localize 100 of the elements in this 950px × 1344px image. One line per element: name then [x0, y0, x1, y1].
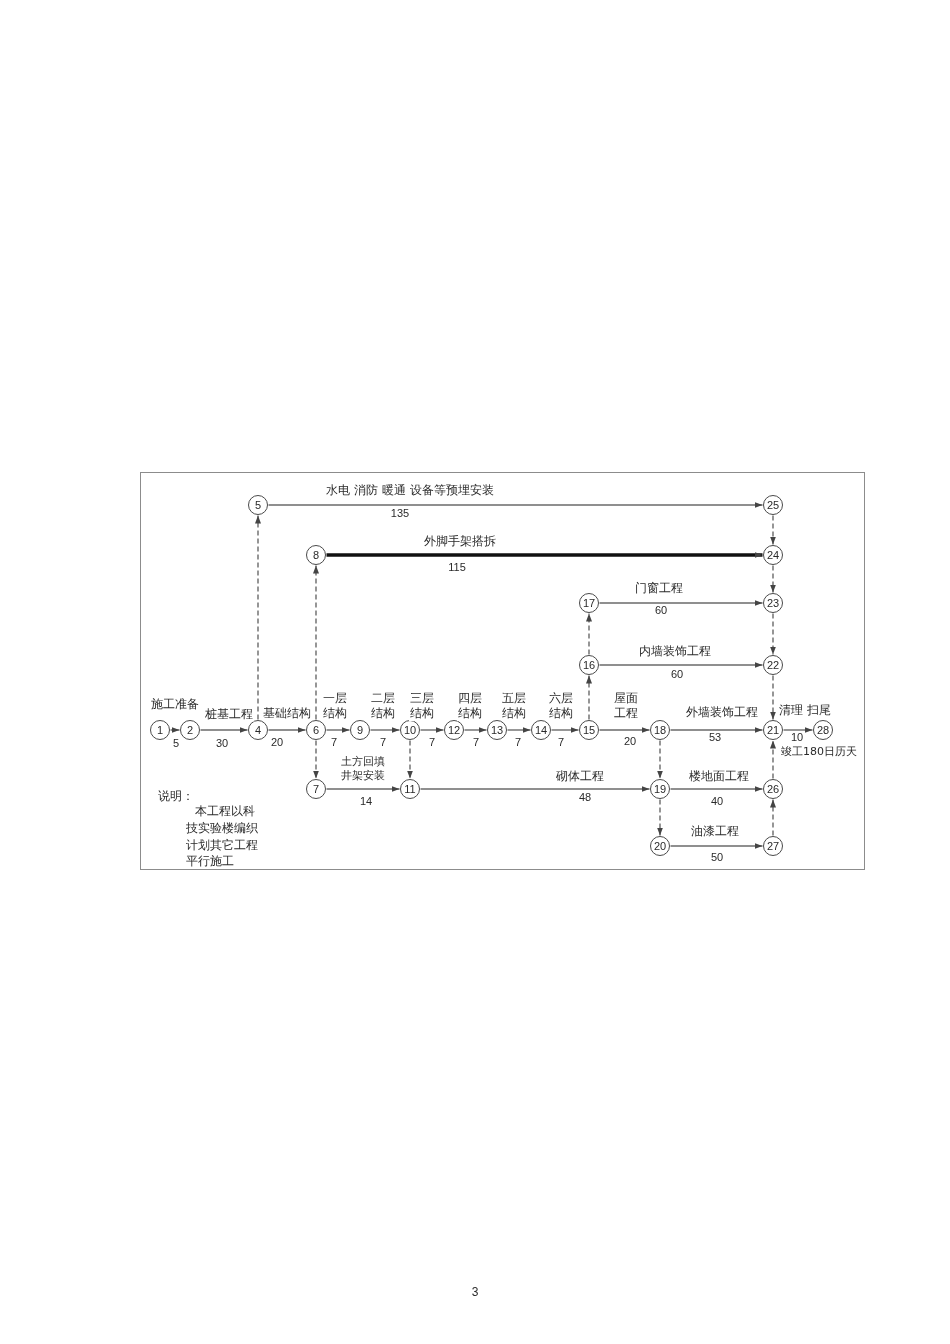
- edge-label: 门窗工程: [634, 580, 684, 596]
- dashed-arrow: [586, 674, 592, 721]
- edge-label: 清理 扫尾: [778, 702, 832, 718]
- duration-label: 40: [710, 793, 724, 809]
- edge-label: 四层结构: [457, 691, 483, 721]
- event-circle: 21: [763, 720, 783, 740]
- event-circle: 20: [650, 836, 670, 856]
- event-circle: 1: [150, 720, 170, 740]
- duration-label: 60: [670, 666, 684, 682]
- edge-label: 基础结构: [262, 705, 312, 721]
- arrow: [782, 727, 814, 733]
- duration-label: 50: [710, 849, 724, 865]
- arrow: [169, 727, 181, 733]
- edge-label: 六层结构: [548, 691, 574, 721]
- edge-label: 五层结构: [501, 691, 527, 721]
- arrow: [598, 727, 651, 733]
- edge-label: 一层结构: [322, 691, 348, 721]
- dashed-arrow: [586, 612, 592, 656]
- event-circle: 11: [400, 779, 420, 799]
- arrow: [669, 786, 764, 792]
- duration-label: 7: [472, 734, 480, 750]
- dashed-arrow: [770, 674, 776, 721]
- duration-label: 7: [514, 734, 522, 750]
- note-heading: 说明：: [158, 789, 194, 805]
- page-number: 3: [471, 1285, 479, 1301]
- event-circle: 14: [531, 720, 551, 740]
- dashed-arrow: [313, 564, 319, 721]
- event-circle: 4: [248, 720, 268, 740]
- arrow: [669, 843, 764, 849]
- arrow: [199, 727, 249, 733]
- arrow: [463, 727, 488, 733]
- duration-label: 30: [215, 735, 229, 751]
- duration-label: 7: [428, 734, 436, 750]
- arrow: [325, 727, 351, 733]
- event-circle: 28: [813, 720, 833, 740]
- event-circle: 18: [650, 720, 670, 740]
- edge-label: 土方回填井架安装: [340, 755, 386, 783]
- duration-label: 135: [390, 505, 410, 521]
- duration-label: 20: [270, 734, 284, 750]
- duration-label: 5: [172, 735, 180, 751]
- event-circle: 5: [248, 495, 268, 515]
- event-circle: 27: [763, 836, 783, 856]
- duration-label: 48: [578, 789, 592, 805]
- dashed-arrow: [657, 739, 663, 780]
- event-circle: 7: [306, 779, 326, 799]
- arrow: [419, 727, 445, 733]
- arrow: [267, 727, 307, 733]
- dashed-arrow: [407, 739, 413, 780]
- event-circle: 10: [400, 720, 420, 740]
- event-circle: 8: [306, 545, 326, 565]
- total-duration-label: 竣工180日历天: [781, 744, 857, 760]
- event-circle: 15: [579, 720, 599, 740]
- event-circle: 26: [763, 779, 783, 799]
- arrow: [267, 502, 764, 508]
- arrow: [669, 727, 764, 733]
- edge-label: 二层结构: [370, 691, 396, 721]
- event-circle: 23: [763, 593, 783, 613]
- dashed-arrow: [770, 798, 776, 837]
- dashed-arrow: [770, 564, 776, 594]
- duration-label: 53: [708, 729, 722, 745]
- event-circle: 2: [180, 720, 200, 740]
- thick-arrow: [326, 552, 763, 558]
- edge-label: 砌体工程: [555, 768, 605, 784]
- duration-label: 20: [623, 733, 637, 749]
- edge-label: 油漆工程: [690, 823, 740, 839]
- edge-label: 三层结构: [409, 691, 435, 721]
- edge-label: 施工准备: [150, 696, 200, 712]
- duration-label: 7: [330, 734, 338, 750]
- event-circle: 9: [350, 720, 370, 740]
- arrow: [419, 786, 651, 792]
- duration-label: 14: [359, 793, 373, 809]
- arrow: [325, 786, 401, 792]
- event-circle: 16: [579, 655, 599, 675]
- event-circle: 25: [763, 495, 783, 515]
- duration-label: 60: [654, 602, 668, 618]
- event-circle: 6: [306, 720, 326, 740]
- event-circle: 12: [444, 720, 464, 740]
- edge-label: 外脚手架搭拆: [423, 533, 497, 549]
- arrow: [550, 727, 580, 733]
- arrow: [369, 727, 401, 733]
- edge-label: 桩基工程: [204, 706, 254, 722]
- edge-label: 内墙装饰工程: [638, 643, 712, 659]
- arrow: [598, 662, 764, 668]
- dashed-arrow: [255, 514, 261, 721]
- dashed-arrow: [770, 612, 776, 656]
- event-circle: 24: [763, 545, 783, 565]
- duration-label: 7: [557, 734, 565, 750]
- event-circle: 22: [763, 655, 783, 675]
- duration-label: 10: [790, 729, 804, 745]
- edge-label: 楼地面工程: [688, 768, 750, 784]
- note-text: 本工程以科技实验楼编织计划其它工程平行施工: [186, 803, 258, 871]
- dashed-arrow: [313, 739, 319, 780]
- dashed-arrow: [657, 798, 663, 837]
- arrow: [506, 727, 532, 733]
- dashed-arrow: [770, 514, 776, 546]
- dashed-arrow: [770, 739, 776, 780]
- event-circle: 13: [487, 720, 507, 740]
- edge-label: 水电 消防 暖通 设备等预埋安装: [325, 482, 495, 498]
- event-circle: 17: [579, 593, 599, 613]
- duration-label: 7: [379, 734, 387, 750]
